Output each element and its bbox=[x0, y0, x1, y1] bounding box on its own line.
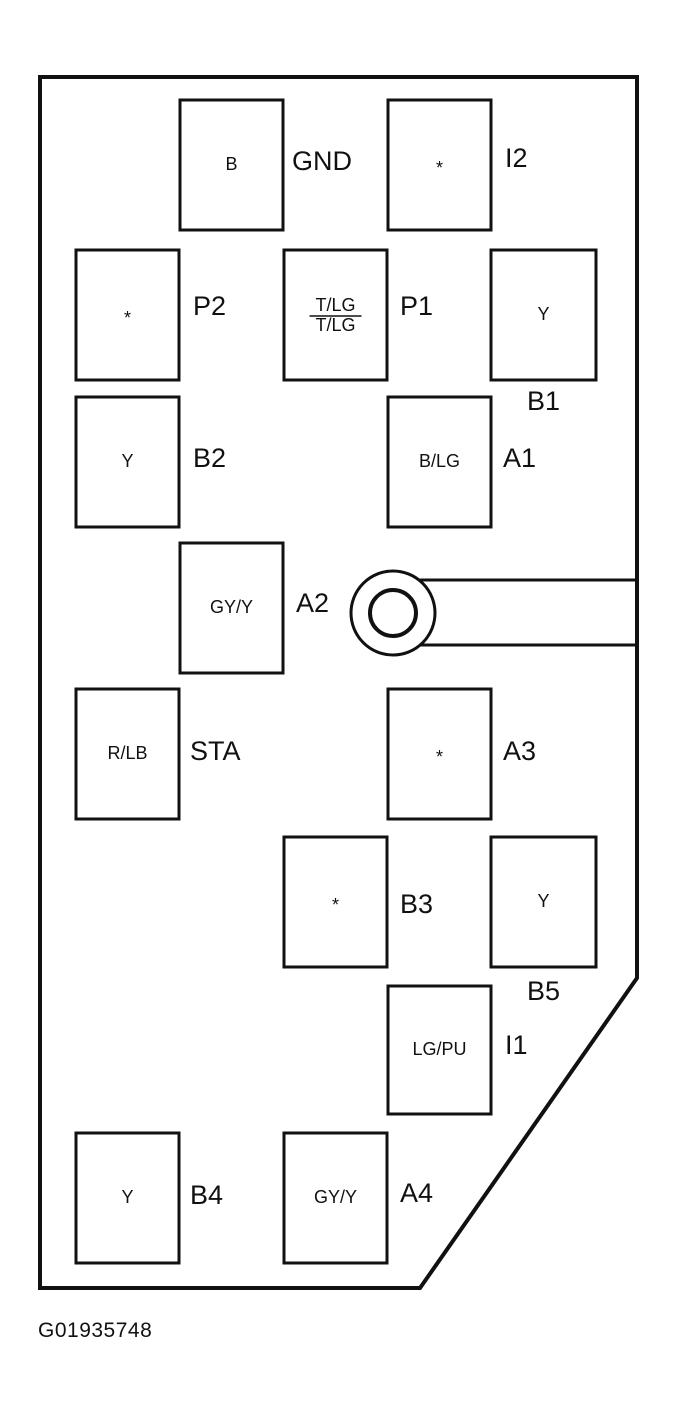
terminal-box bbox=[178, 541, 285, 675]
pin-label: GND bbox=[292, 146, 352, 176]
wire-color-label: * bbox=[124, 308, 131, 328]
pin-label: I2 bbox=[505, 143, 528, 173]
terminal-p2: * P2 bbox=[74, 248, 226, 382]
pin-label: P2 bbox=[193, 291, 226, 321]
wire-color-label: Y bbox=[537, 304, 549, 324]
wire-color-label: Y bbox=[121, 1187, 133, 1207]
pin-label: STA bbox=[190, 736, 241, 766]
pin-label: A3 bbox=[503, 736, 536, 766]
pin-label: A1 bbox=[503, 443, 536, 473]
terminal-i1: LG/PU I1 bbox=[386, 984, 528, 1116]
terminal-box bbox=[178, 98, 285, 232]
terminal-b5: Y B5 bbox=[489, 835, 598, 1006]
terminal-box bbox=[386, 395, 493, 529]
terminal-box bbox=[74, 248, 181, 382]
wire-color-label: * bbox=[332, 895, 339, 915]
pin-label: B5 bbox=[527, 976, 560, 1006]
wire-color-label: B bbox=[225, 154, 237, 174]
terminal-box bbox=[386, 98, 493, 232]
wire-color-label: B/LG bbox=[419, 451, 460, 471]
pin-label: B1 bbox=[527, 386, 560, 416]
wire-color-label: * bbox=[436, 747, 443, 767]
wire-color-label-2: T/LG bbox=[315, 315, 355, 335]
wire-color-label: T/LG bbox=[315, 295, 355, 315]
pin-label: B3 bbox=[400, 889, 433, 919]
pin-label: A2 bbox=[296, 588, 329, 618]
terminal-a2: GY/Y A2 bbox=[178, 541, 329, 675]
pin-label: P1 bbox=[400, 291, 433, 321]
wire-color-label: * bbox=[436, 158, 443, 178]
terminal-p1: T/LGT/LG P1 bbox=[282, 248, 433, 382]
pin-label: B4 bbox=[190, 1180, 223, 1210]
wire-color-label: LG/PU bbox=[412, 1039, 466, 1059]
terminal-box bbox=[74, 687, 181, 821]
terminal-box bbox=[282, 1131, 389, 1265]
terminal-a3: * A3 bbox=[386, 687, 536, 821]
terminal-box bbox=[386, 687, 493, 821]
pin-label: B2 bbox=[193, 443, 226, 473]
terminal-b1: Y B1 bbox=[489, 248, 598, 416]
wire-color-label: Y bbox=[121, 451, 133, 471]
terminal-a1: B/LG A1 bbox=[386, 395, 536, 529]
terminal-i2: * I2 bbox=[386, 98, 528, 232]
pin-label: I1 bbox=[505, 1030, 528, 1060]
terminal-box bbox=[74, 1131, 181, 1265]
terminal-box bbox=[386, 984, 493, 1116]
terminal-box bbox=[74, 395, 181, 529]
terminal-a4: GY/Y A4 bbox=[282, 1131, 433, 1265]
pin-label: A4 bbox=[400, 1178, 433, 1208]
terminal-gnd: B GND bbox=[178, 98, 352, 232]
wire-color-label: R/LB bbox=[107, 743, 147, 763]
wire-color-label: Y bbox=[537, 891, 549, 911]
terminal-box bbox=[489, 248, 598, 382]
terminal-box bbox=[489, 835, 598, 969]
terminal-box bbox=[282, 248, 389, 382]
terminal-b2: Y B2 bbox=[74, 395, 226, 529]
wire-color-label: GY/Y bbox=[314, 1187, 357, 1207]
terminal-b3: * B3 bbox=[282, 835, 433, 969]
terminal-b4: Y B4 bbox=[74, 1131, 223, 1265]
terminal-box bbox=[282, 835, 389, 969]
connector-outline bbox=[38, 75, 639, 1290]
mounting-stud bbox=[349, 569, 637, 657]
figure-id: G01935748 bbox=[38, 1319, 153, 1342]
wire-color-label: GY/Y bbox=[210, 597, 253, 617]
terminal-sta: R/LB STA bbox=[74, 687, 241, 821]
